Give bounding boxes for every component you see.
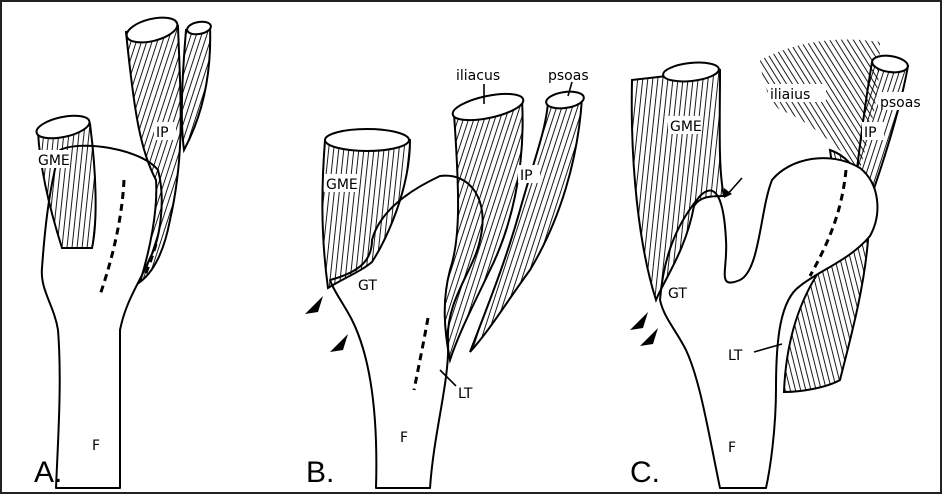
panel-b: iliacus psoas GME IP GT LT F B. xyxy=(305,68,589,489)
panel-b-lt-label: LT xyxy=(458,386,473,402)
panel-b-psoas-label: psoas xyxy=(548,68,589,84)
panel-b-ip-label: IP xyxy=(520,168,533,184)
panel-b-iliacus-label: iliacus xyxy=(456,68,500,84)
panel-b-gt-label: GT xyxy=(358,278,377,294)
panel-c-psoas-label: psoas xyxy=(880,95,921,111)
panel-a-gme-label: GME xyxy=(38,153,70,169)
panel-c-ip-label: IP xyxy=(864,125,877,141)
panel-a-ip-psoas-branch xyxy=(182,26,210,150)
panel-b-arrowhead-1 xyxy=(305,296,323,314)
panel-a: GME IP F A. xyxy=(34,13,212,489)
panel-a-f-label: F xyxy=(92,438,100,454)
panel-b-letter: B. xyxy=(306,456,334,489)
panel-c-arrowhead-1 xyxy=(630,312,648,330)
panel-c: iliaius psoas IP GME GT LT F C. xyxy=(630,39,928,489)
panel-c-lt-label: LT xyxy=(728,348,743,364)
panel-c-arrowhead-2 xyxy=(640,328,658,346)
panel-b-gme-label: GME xyxy=(326,177,358,193)
panel-c-gme-label: GME xyxy=(670,119,702,135)
panel-b-f-label: F xyxy=(400,430,408,446)
panel-c-iliacus-label: iliaius xyxy=(770,87,810,103)
panel-b-gme-cut xyxy=(325,129,409,151)
panel-c-gt-label: GT xyxy=(668,286,687,302)
panel-b-arrowhead-2 xyxy=(330,334,348,352)
panel-c-letter: C. xyxy=(630,456,660,489)
panel-a-ip-label: IP xyxy=(156,125,169,141)
panel-a-letter: A. xyxy=(34,456,62,489)
panel-c-f-label: F xyxy=(728,440,736,456)
